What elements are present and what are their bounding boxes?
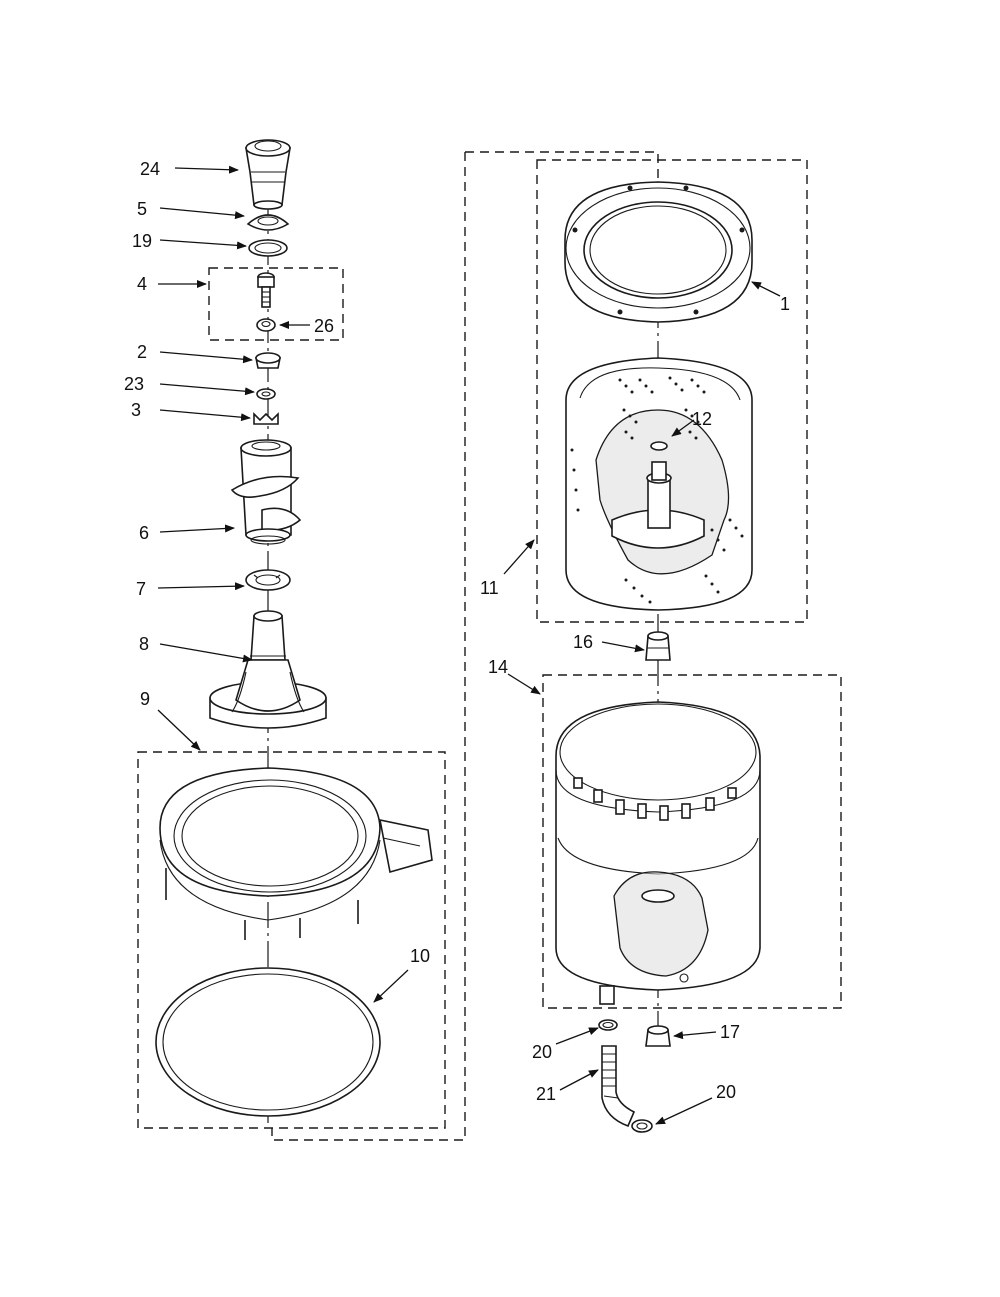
callout-16: 16: [573, 632, 593, 652]
callout-labels: 24 5 19 4 26 2 23 3 6 7 8 9 10 1 12 11 1…: [124, 159, 790, 1104]
part-4-bolt: [257, 272, 275, 308]
part-7-bearing: [245, 569, 291, 591]
callout-8: 8: [139, 634, 149, 654]
frame-group-11: [536, 159, 808, 623]
callout-6: 6: [139, 523, 149, 543]
callout-20-upper: 20: [532, 1042, 552, 1062]
frame-group-9: [137, 751, 446, 1129]
callout-1: 1: [780, 294, 790, 314]
part-20-clamp-upper: [598, 1019, 618, 1031]
callout-24: 24: [140, 159, 160, 179]
part-8-agitator-base: [209, 610, 327, 729]
part-10-seal-ring: [155, 967, 381, 1117]
part-3-clip: [253, 412, 279, 425]
group-frames: [137, 151, 842, 1141]
part-6-auger: [230, 439, 302, 545]
tub-tabs: [573, 777, 737, 821]
callout-21: 21: [536, 1084, 556, 1104]
part-14-outer-tub: [555, 701, 761, 1005]
callout-5: 5: [137, 199, 147, 219]
callout-17: 17: [720, 1022, 740, 1042]
part-16-hub-nut: [645, 631, 671, 661]
callout-23: 23: [124, 374, 144, 394]
part-1-balance-ring: [564, 181, 753, 323]
callout-arrows: [157, 165, 781, 1125]
callout-3: 3: [131, 400, 141, 420]
callout-20-lower: 20: [716, 1082, 736, 1102]
callout-12: 12: [692, 409, 712, 429]
part-23-washer: [256, 388, 276, 400]
callout-4: 4: [137, 274, 147, 294]
basket-perforations: [570, 376, 744, 604]
callout-26: 26: [314, 316, 334, 336]
frame-group-4: [208, 267, 344, 341]
part-24-agitator-cap: [245, 139, 291, 210]
part-9-tub-ring: [159, 767, 433, 940]
part-19-ring: [248, 239, 288, 257]
part-21-hose: [601, 1045, 636, 1128]
frame-group-11-connector: [271, 151, 659, 1141]
frame-group-14: [542, 674, 842, 1009]
part-11-spin-basket: [565, 357, 753, 611]
callout-7: 7: [136, 579, 146, 599]
part-2-nut: [255, 352, 281, 369]
callout-11: 11: [480, 578, 499, 598]
part-20-clamp-lower: [631, 1119, 653, 1133]
callout-9: 9: [140, 689, 150, 709]
part-17-nut: [645, 1025, 671, 1047]
callout-2: 2: [137, 342, 147, 362]
callout-14: 14: [488, 657, 508, 677]
part-26-washer: [256, 318, 276, 332]
callout-10: 10: [410, 946, 430, 966]
callout-19: 19: [132, 231, 152, 251]
part-5-seal: [246, 214, 290, 231]
